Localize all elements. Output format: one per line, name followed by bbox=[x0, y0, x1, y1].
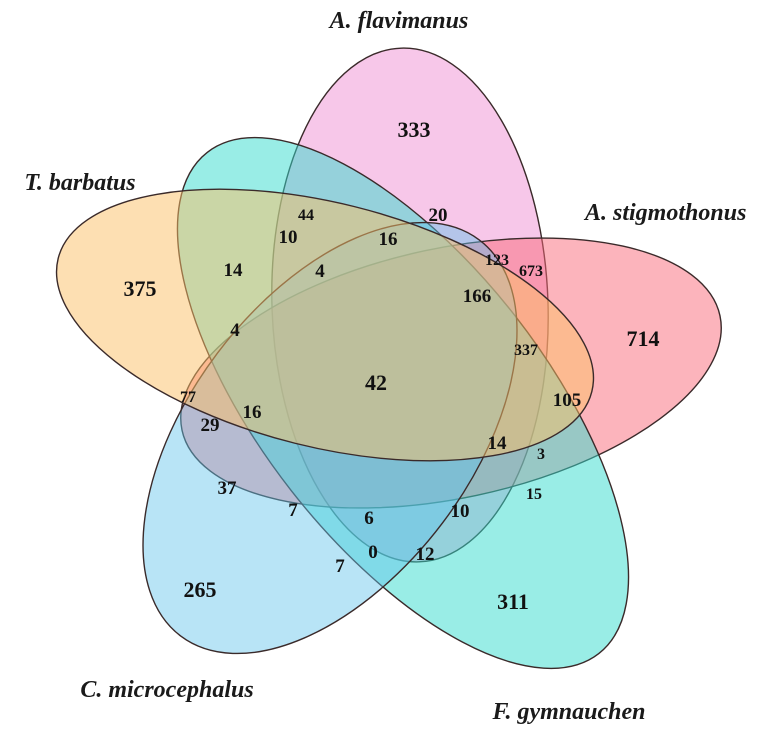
unique-count-a-stigmothonus: 714 bbox=[627, 326, 660, 351]
unique-count-a-flavimanus: 333 bbox=[398, 117, 431, 142]
region-count: 10 bbox=[279, 227, 298, 248]
region-count: 0 bbox=[368, 542, 378, 563]
label-t-barbatus: T. barbatus bbox=[24, 170, 135, 196]
set-labels: A. flavimanus A. stigmothonus F. gymnauc… bbox=[24, 8, 746, 725]
region-count: 166 bbox=[463, 286, 492, 307]
region-count: 10 bbox=[451, 501, 470, 522]
unique-count-t-barbatus: 375 bbox=[124, 276, 157, 301]
region-count: 12 bbox=[416, 544, 435, 565]
region-count: 14 bbox=[224, 260, 244, 281]
region-count: 105 bbox=[553, 390, 582, 411]
unique-count-c-microcephalus: 265 bbox=[184, 577, 217, 602]
label-c-microcephalus: C. microcephalus bbox=[80, 677, 253, 703]
region-count: 337 bbox=[514, 342, 538, 359]
region-count: 42 bbox=[365, 370, 387, 395]
region-count: 6 bbox=[364, 508, 374, 529]
label-a-stigmothonus: A. stigmothonus bbox=[583, 200, 746, 226]
region-count: 14 bbox=[488, 433, 508, 454]
region-count: 16 bbox=[243, 402, 262, 423]
region-count: 4 bbox=[315, 261, 325, 282]
unique-count-f-gymnauchen: 311 bbox=[497, 589, 529, 614]
region-count: 16 bbox=[379, 229, 398, 250]
region-count: 673 bbox=[519, 263, 543, 280]
region-count: 20 bbox=[429, 205, 448, 226]
region-count: 3 bbox=[537, 446, 545, 463]
venn-ellipses bbox=[55, 47, 722, 670]
region-count: 37 bbox=[218, 478, 238, 499]
label-a-flavimanus: A. flavimanus bbox=[328, 8, 469, 34]
region-count: 77 bbox=[180, 389, 196, 406]
region-count: 7 bbox=[335, 556, 345, 577]
region-count: 7 bbox=[288, 500, 298, 521]
unique-counts: 333 714 311 265 375 bbox=[124, 117, 660, 614]
region-count: 15 bbox=[526, 486, 542, 503]
ellipse-t-barbatus bbox=[55, 188, 595, 462]
label-f-gymnauchen: F. gymnauchen bbox=[492, 699, 646, 725]
region-count: 123 bbox=[485, 252, 509, 269]
region-count: 29 bbox=[201, 415, 220, 436]
region-count: 4 bbox=[230, 320, 240, 341]
region-count: 44 bbox=[298, 207, 314, 224]
intersection-counts: 20 44 10 16 14 4 123 673 166 4 337 42 10… bbox=[180, 205, 581, 577]
